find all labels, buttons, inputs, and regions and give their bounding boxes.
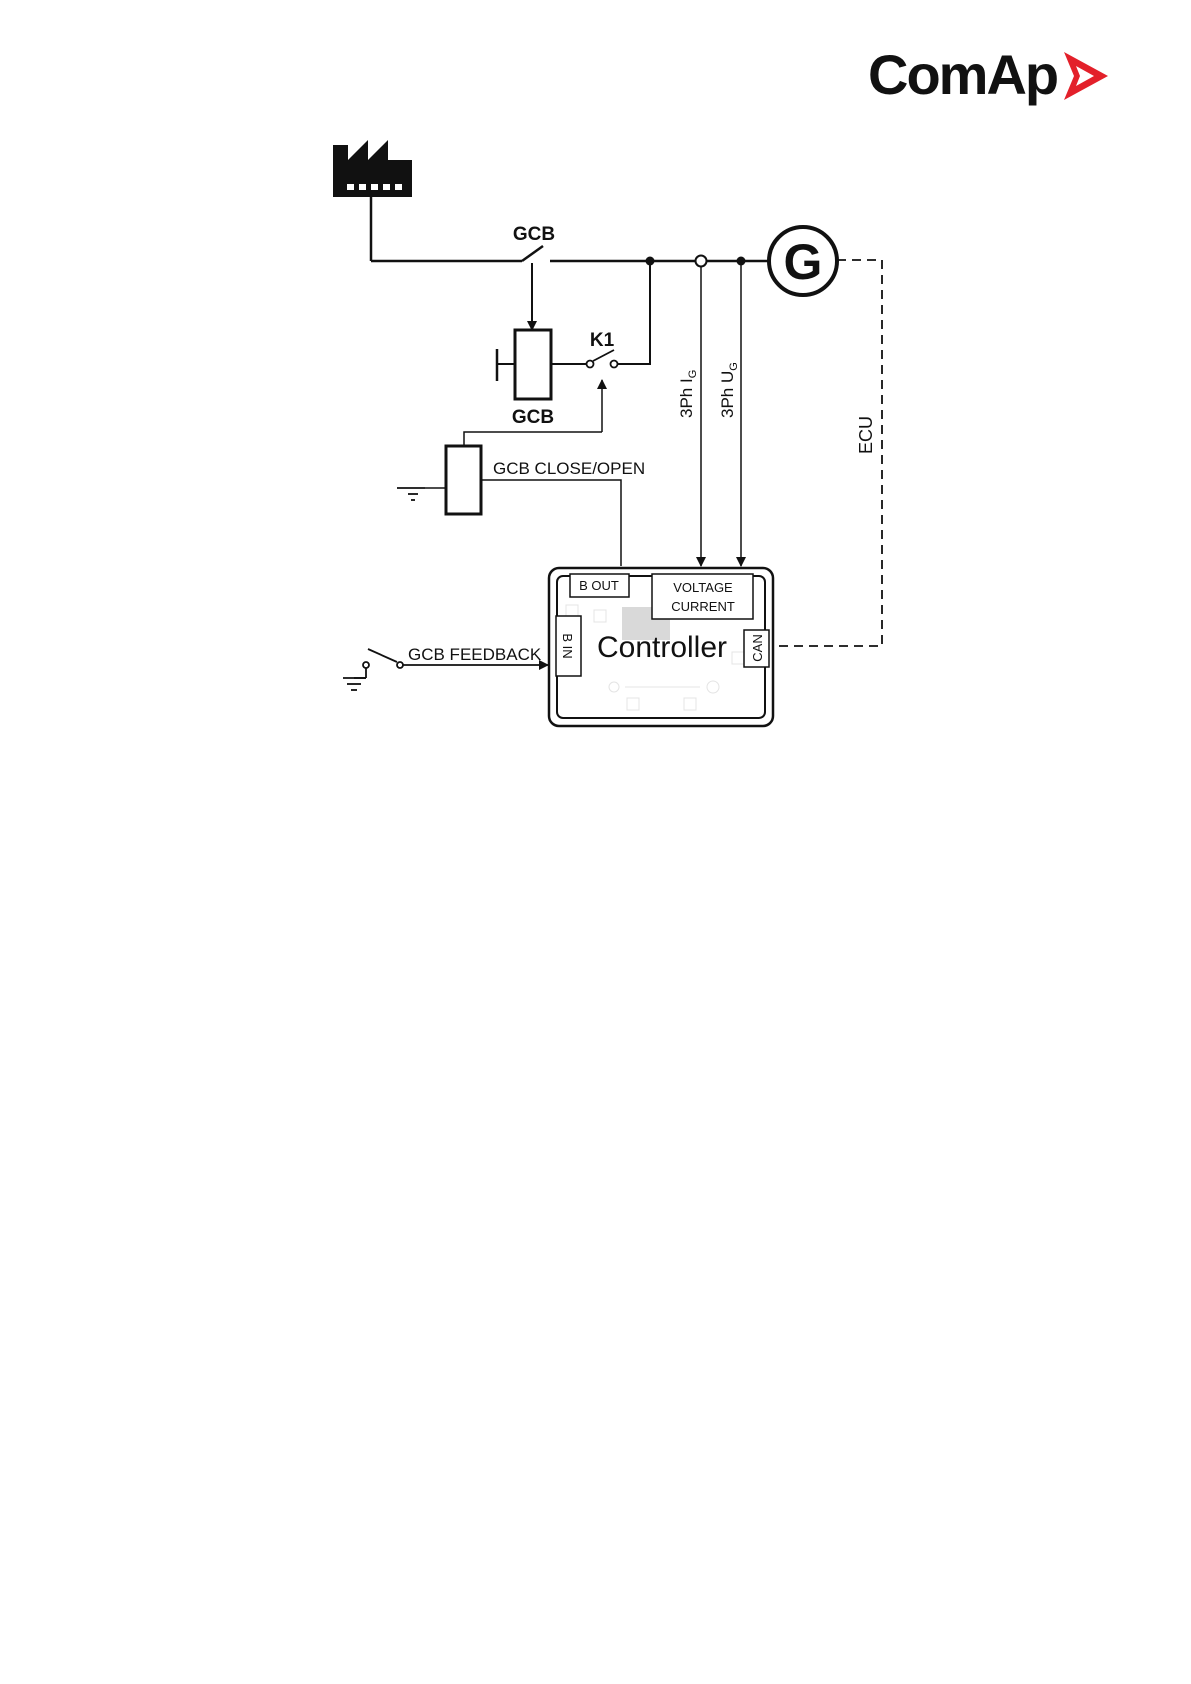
current-sensor <box>696 256 707 267</box>
k1-relay-coil <box>425 432 621 566</box>
ecu-label: ECU <box>856 416 876 454</box>
generator-icon: G <box>769 227 837 295</box>
phase-current-label: 3Ph IG <box>677 370 699 418</box>
bus-junction-dot <box>737 257 746 266</box>
b-out-label: B OUT <box>579 578 619 593</box>
k1-label: K1 <box>590 330 615 351</box>
gcb-feedback-label: GCB FEEDBACK <box>408 645 542 664</box>
generator-letter: G <box>784 234 823 290</box>
current-label: CURRENT <box>671 599 735 614</box>
ground-icon <box>397 488 425 500</box>
controller-title: Controller <box>597 631 727 664</box>
can-label: CAN <box>750 634 765 661</box>
controller-unit: B OUT VOLTAGE CURRENT B IN CAN Controlle… <box>549 568 773 726</box>
gcb-breaker-label: GCB <box>513 224 555 245</box>
phase-voltage-main: 3Ph U <box>718 371 737 418</box>
voltage-label: VOLTAGE <box>673 580 733 595</box>
phase-voltage-label: 3Ph UG <box>718 362 740 418</box>
ground-icon <box>343 678 366 690</box>
phase-current-subscript: G <box>687 370 699 379</box>
gcb-coil <box>497 263 587 399</box>
gcb-close-open-label: GCB CLOSE/OPEN <box>493 459 645 478</box>
phase-voltage-subscript: G <box>728 362 740 371</box>
gcb-coil-label: GCB <box>512 407 554 428</box>
factory-icon <box>333 140 412 197</box>
main-bus <box>371 197 769 261</box>
b-in-label: B IN <box>560 633 575 658</box>
phase-current-main: 3Ph I <box>677 378 696 418</box>
